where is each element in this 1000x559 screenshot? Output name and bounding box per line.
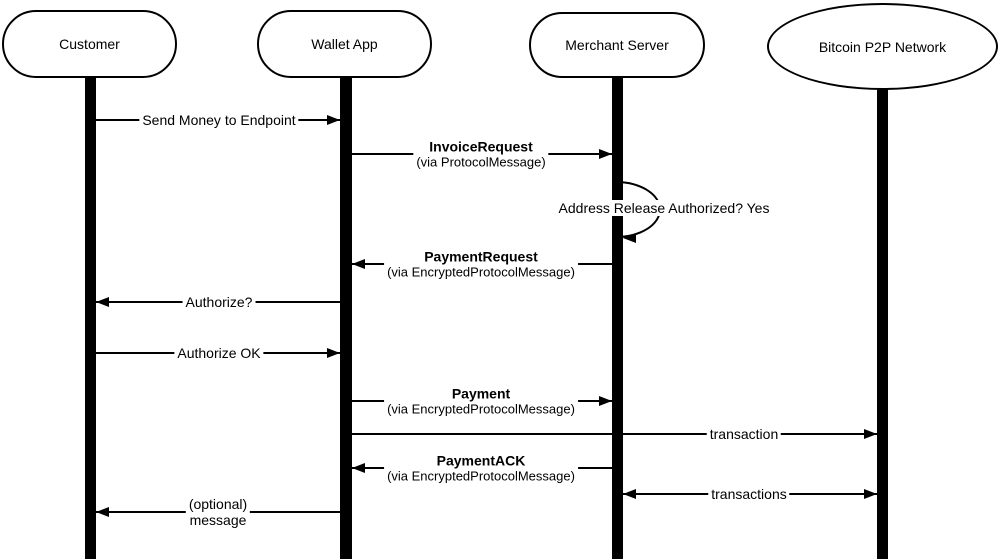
send-money-to-endpoint-label: Send Money to Endpoint bbox=[139, 112, 299, 128]
payment-subtitle: (via EncryptedProtocolMessage) bbox=[387, 401, 575, 417]
address-release-authorized-label: Address Release Authorized? Yes bbox=[555, 200, 773, 216]
optional-message-line2: message bbox=[189, 512, 247, 528]
bitcoin-p2p-network-lifeline bbox=[877, 88, 888, 559]
payment-ack-title: PaymentACK bbox=[436, 452, 526, 469]
optional-message-label: (optional)message bbox=[185, 496, 251, 528]
invoice-request-title: InvoiceRequest bbox=[429, 138, 533, 155]
wallet-app-node: Wallet App bbox=[257, 10, 432, 78]
authorize-ok-arrowhead-icon bbox=[327, 348, 340, 358]
customer-lifeline bbox=[85, 76, 96, 559]
optional-message-line1: (optional) bbox=[188, 496, 248, 512]
transactions-label: transactions bbox=[708, 486, 790, 502]
transactions-arrowhead-left-icon bbox=[623, 489, 636, 499]
address-release-authorized-arrowhead-icon bbox=[623, 233, 636, 243]
payment-ack-arrowhead-icon bbox=[352, 463, 365, 473]
invoice-request-arrowhead-icon bbox=[599, 149, 612, 159]
bitcoin-p2p-network-node: Bitcoin P2P Network bbox=[767, 3, 998, 90]
payment-request-arrowhead-icon bbox=[352, 259, 365, 269]
customer-label: Customer bbox=[59, 36, 120, 52]
payment-request-title: PaymentRequest bbox=[424, 248, 538, 265]
customer-node: Customer bbox=[2, 10, 177, 78]
wallet-app-lifeline bbox=[340, 76, 352, 559]
invoice-request-subtitle: (via ProtocolMessage) bbox=[416, 154, 546, 170]
payment-request-label: PaymentRequest(via EncryptedProtocolMess… bbox=[384, 248, 578, 280]
optional-message-arrowhead-icon bbox=[96, 507, 109, 517]
payment-title: Payment bbox=[451, 385, 511, 402]
transaction-label: transaction bbox=[706, 426, 782, 442]
transactions-arrowhead-right-icon bbox=[864, 489, 877, 499]
merchant-server-lifeline bbox=[612, 76, 623, 559]
merchant-server-label: Merchant Server bbox=[565, 37, 669, 53]
payment-label: Payment(via EncryptedProtocolMessage) bbox=[384, 385, 578, 417]
authorize-question-label: Authorize? bbox=[182, 294, 256, 310]
payment-ack-subtitle: (via EncryptedProtocolMessage) bbox=[387, 468, 575, 484]
transaction-line bbox=[352, 433, 877, 435]
payment-request-subtitle: (via EncryptedProtocolMessage) bbox=[387, 264, 575, 280]
invoice-request-label: InvoiceRequest(via ProtocolMessage) bbox=[413, 138, 549, 170]
transaction-arrowhead-icon bbox=[864, 429, 877, 439]
authorize-ok-label: Authorize OK bbox=[174, 345, 264, 361]
payment-ack-label: PaymentACK(via EncryptedProtocolMessage) bbox=[384, 452, 578, 484]
wallet-app-label: Wallet App bbox=[311, 36, 378, 52]
send-money-to-endpoint-arrowhead-icon bbox=[327, 115, 340, 125]
payment-arrowhead-icon bbox=[599, 396, 612, 406]
authorize-question-arrowhead-icon bbox=[96, 297, 109, 307]
merchant-server-node: Merchant Server bbox=[529, 12, 705, 78]
bitcoin-p2p-network-label: Bitcoin P2P Network bbox=[818, 38, 947, 55]
